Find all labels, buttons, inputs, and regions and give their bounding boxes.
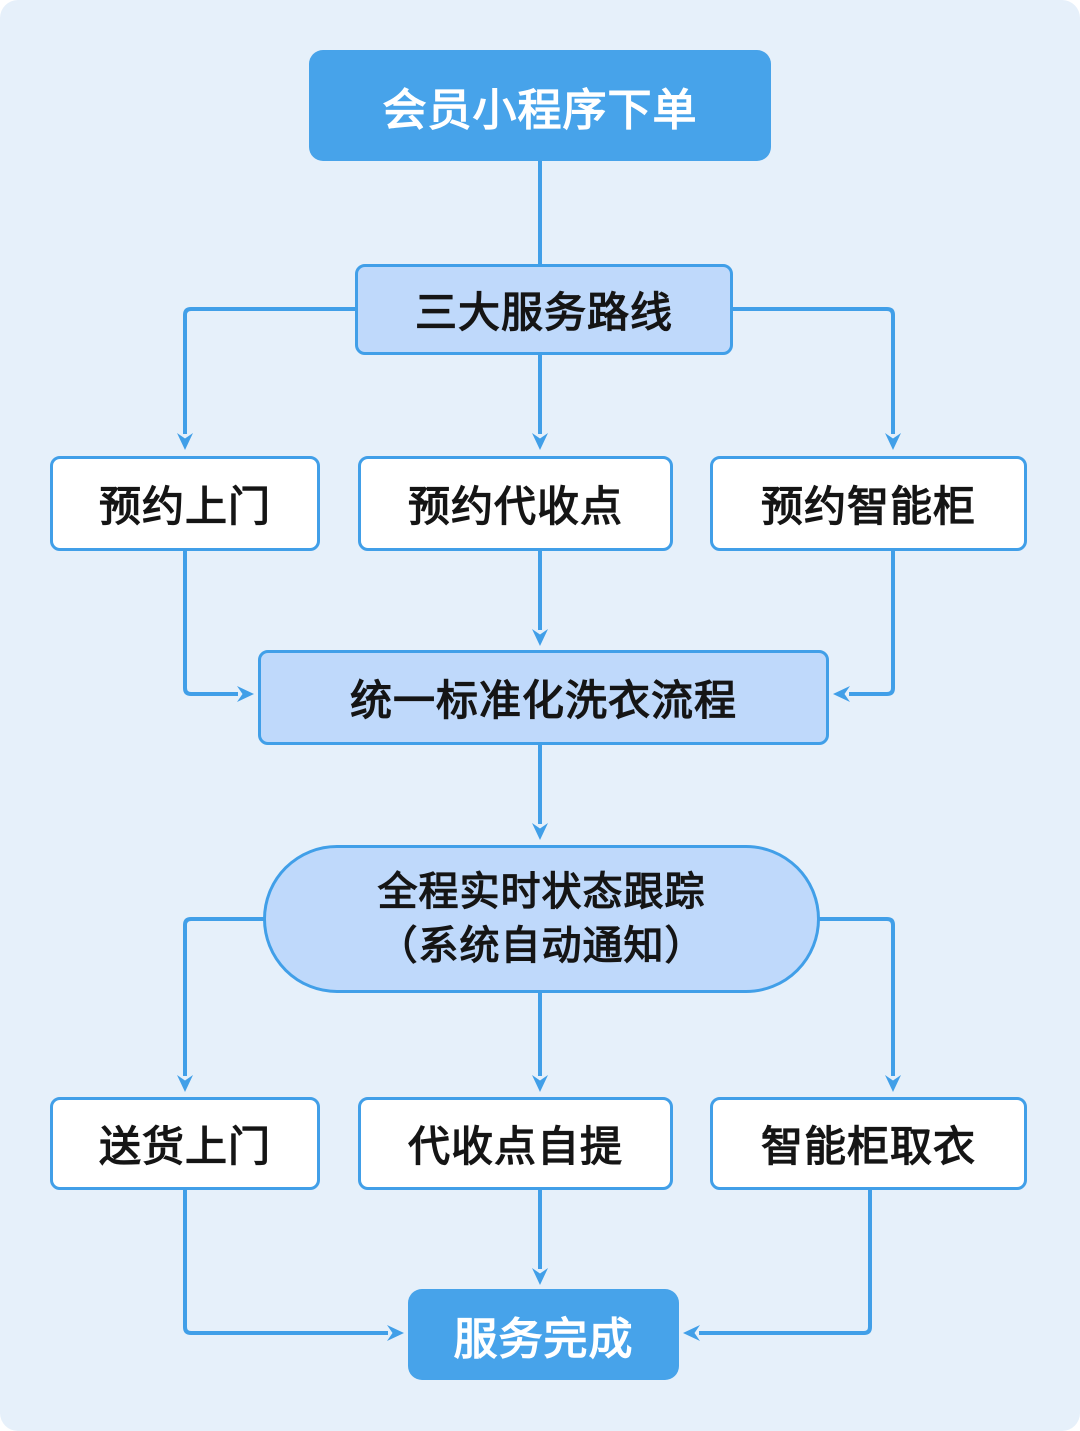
node-smart-locker-pickup: 智能柜取衣 bbox=[710, 1097, 1027, 1190]
node-realtime-tracking-line2: （系统自动通知） bbox=[377, 924, 706, 968]
node-book-collection-point: 预约代收点 bbox=[358, 456, 673, 551]
node-book-smart-locker-label: 预约智能柜 bbox=[760, 483, 976, 530]
node-book-collection-point-label: 预约代收点 bbox=[407, 483, 623, 530]
node-realtime-tracking-line1: 全程实时状态跟踪 bbox=[377, 870, 706, 914]
node-book-home-pickup: 预约上门 bbox=[50, 456, 320, 551]
edge-deliver-home-done bbox=[183, 1190, 404, 1341]
node-member-order-label: 会员小程序下单 bbox=[382, 85, 698, 135]
edge-locker-pickup-done bbox=[683, 1190, 872, 1341]
node-member-order: 会员小程序下单 bbox=[309, 50, 771, 161]
edge-tracking-deliver-home bbox=[177, 917, 268, 1092]
edge-book-home-process bbox=[183, 551, 254, 702]
node-home-delivery-label: 送货上门 bbox=[98, 1123, 271, 1170]
node-book-smart-locker: 预约智能柜 bbox=[710, 456, 1027, 551]
node-collection-point-pickup: 代收点自提 bbox=[358, 1097, 673, 1190]
node-home-delivery: 送货上门 bbox=[50, 1097, 320, 1190]
node-realtime-tracking: 全程实时状态跟踪 （系统自动通知） bbox=[263, 845, 820, 993]
node-collection-point-pickup-label: 代收点自提 bbox=[407, 1123, 623, 1170]
edge-book-locker-process bbox=[833, 551, 895, 702]
edge-routes-book-home bbox=[177, 307, 355, 450]
edge-routes-book-locker bbox=[733, 307, 901, 450]
node-smart-locker-pickup-label: 智能柜取衣 bbox=[760, 1123, 976, 1170]
node-three-service-routes-label: 三大服务路线 bbox=[414, 289, 673, 336]
node-standard-laundry-process-label: 统一标准化洗衣流程 bbox=[349, 677, 737, 724]
node-service-complete: 服务完成 bbox=[408, 1289, 679, 1380]
node-standard-laundry-process: 统一标准化洗衣流程 bbox=[258, 650, 829, 745]
node-three-service-routes: 三大服务路线 bbox=[355, 264, 733, 355]
node-book-home-pickup-label: 预约上门 bbox=[98, 483, 271, 530]
node-service-complete-label: 服务完成 bbox=[453, 1314, 634, 1364]
edge-tracking-locker-pickup bbox=[815, 917, 901, 1092]
